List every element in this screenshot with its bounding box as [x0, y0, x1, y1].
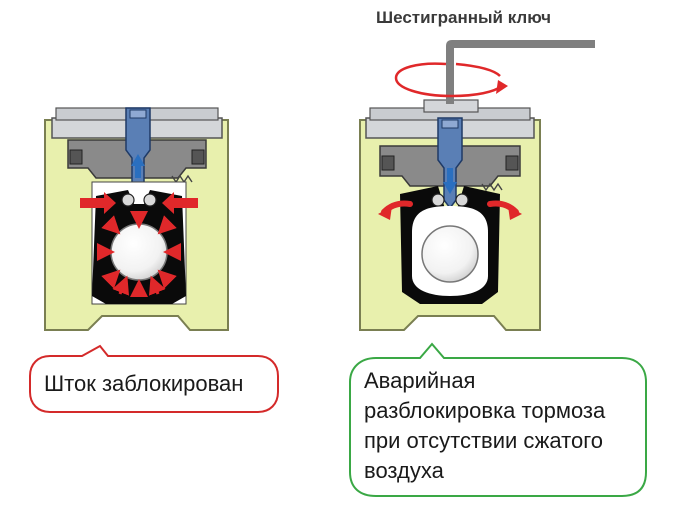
callout-right-line: разблокировка тормоза [364, 398, 606, 423]
callout-right-bubble [349, 342, 647, 497]
rotation-arrow-icon [394, 62, 508, 98]
callout-right-text: Аварийная разблокировка тормоза при отсу… [364, 366, 644, 486]
callout-left-bubble [29, 344, 279, 413]
right-piston-arrow-icon [443, 168, 457, 194]
right-piston [437, 117, 463, 210]
left-force-arrow-icon [97, 211, 181, 297]
right-rod [421, 225, 479, 283]
callout-right-line: при отсутствии сжатого [364, 428, 603, 453]
left-rod [110, 223, 168, 281]
right-device [359, 99, 541, 331]
wrench-icon [446, 40, 595, 104]
wrench-label: Шестигранный ключ [376, 8, 551, 27]
callout-right-line: Аварийная [364, 368, 476, 393]
callout-left-text: Шток заблокирован [44, 371, 244, 396]
callout-right-line: воздуха [364, 458, 444, 483]
left-device [44, 107, 229, 331]
left-piston-arrow-icon [131, 154, 145, 178]
